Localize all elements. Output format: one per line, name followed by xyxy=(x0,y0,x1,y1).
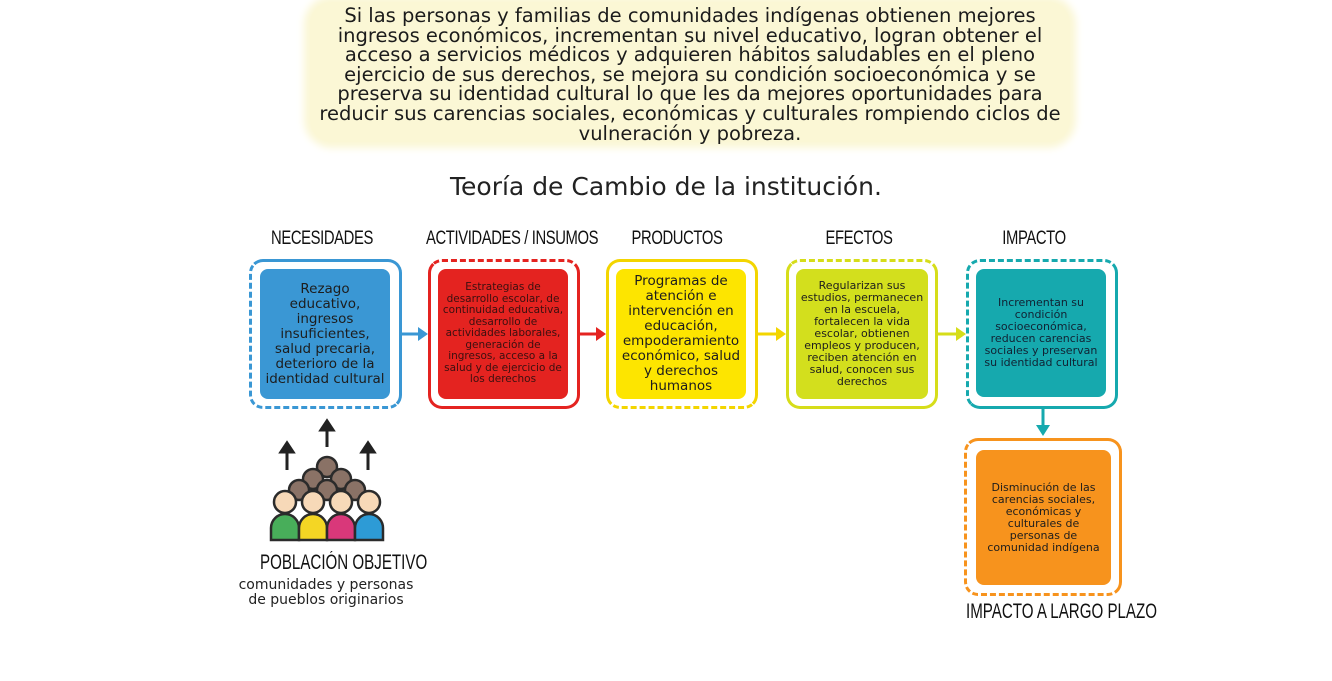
heading-impacto: IMPACTO xyxy=(1002,228,1066,249)
frame-actividades xyxy=(428,259,580,409)
heading-poblacion: POBLACIÓN OBJETIVO xyxy=(260,551,428,574)
heading-productos: PRODUCTOS xyxy=(631,228,723,249)
heading-necesidades: NECESIDADES xyxy=(271,228,373,249)
text-efectos: Regularizan sus estudios, permanecen en … xyxy=(800,279,924,388)
intro-statement: Si las personas y familias de comunidade… xyxy=(310,2,1070,143)
heading-efectos: EFECTOS xyxy=(825,228,893,249)
frame-necesidades xyxy=(249,259,402,409)
text-actividades: Estrategias de desarrollo escolar, de co… xyxy=(442,281,564,386)
box-impacto: Incrementan su condición socioeconómica,… xyxy=(976,269,1106,397)
heading-largo-plazo: IMPACTO A LARGO PLAZO xyxy=(966,600,1158,623)
heading-actividades: ACTIVIDADES / INSUMOS xyxy=(426,228,599,249)
text-impacto: Incrementan su condición socioeconómica,… xyxy=(984,296,1098,369)
arrow-4-5 xyxy=(938,327,966,341)
arrow-2-3 xyxy=(580,327,606,341)
up-arrows-icon xyxy=(278,418,377,470)
text-productos: Programas de atención e intervención en … xyxy=(621,273,741,394)
text-largo-plazo: Disminución de las carencias sociales, e… xyxy=(987,480,1100,554)
diagram-title: Teoría de Cambio de la institución. xyxy=(450,172,882,201)
frame-largo-plazo xyxy=(964,438,1122,596)
text-necesidades: Rezago educativo, ingresos insuficientes… xyxy=(265,280,385,387)
frame-efectos xyxy=(786,259,938,409)
box-efectos: Regularizan sus estudios, permanecen en … xyxy=(796,269,928,399)
arrow-5-longterm xyxy=(1036,409,1050,436)
population-group-icon xyxy=(269,455,385,542)
box-actividades: Estrategias de desarrollo escolar, de co… xyxy=(438,269,568,399)
box-necesidades: Rezago educativo, ingresos insuficientes… xyxy=(260,269,390,399)
arrow-3-4 xyxy=(758,327,786,341)
text-poblacion: comunidades y personas de pueblos origin… xyxy=(238,577,414,608)
box-largo-plazo: Disminución de las carencias sociales, e… xyxy=(976,450,1111,585)
box-productos: Programas de atención e intervención en … xyxy=(616,269,746,399)
arrow-1-2 xyxy=(402,327,428,341)
frame-impacto xyxy=(966,259,1118,409)
frame-productos xyxy=(606,259,758,409)
